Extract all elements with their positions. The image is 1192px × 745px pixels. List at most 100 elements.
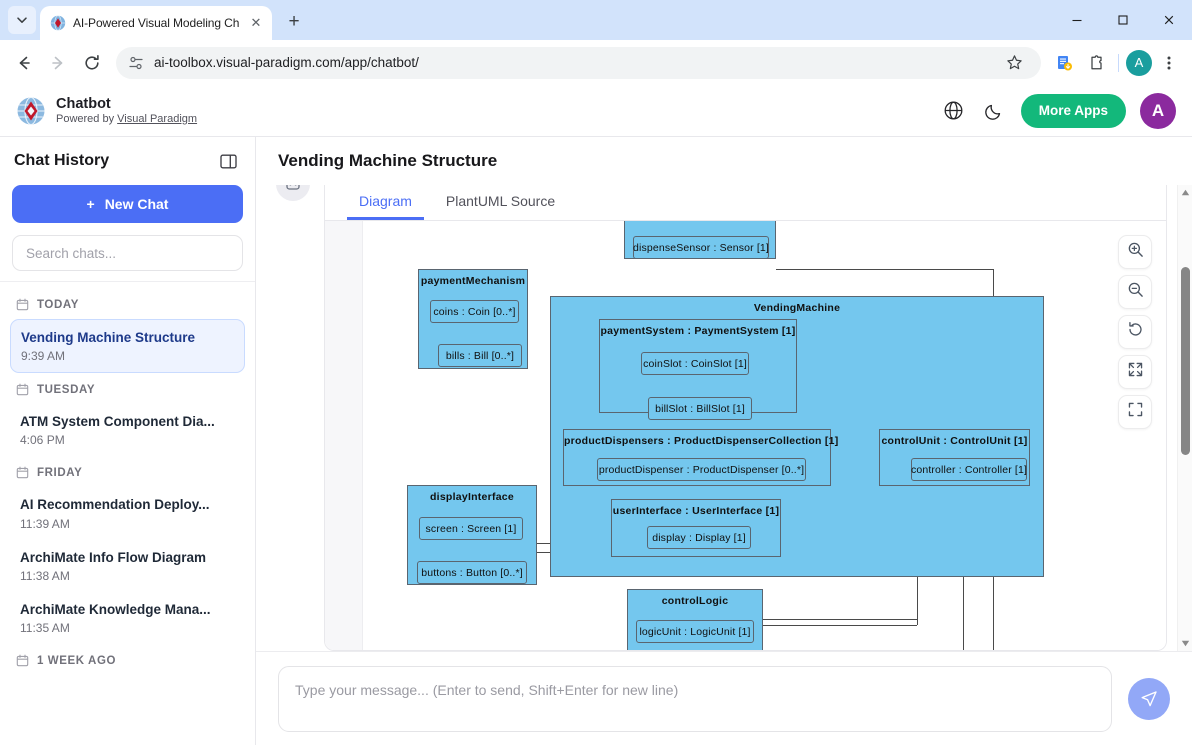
chat-item-title: AI Recommendation Deploy... — [20, 497, 210, 513]
user-avatar[interactable]: A — [1140, 92, 1176, 129]
window-controls — [1054, 0, 1192, 40]
uml-part[interactable]: screen : Screen [1] — [419, 517, 523, 540]
fullscreen-icon — [1127, 401, 1144, 423]
chat-list-item[interactable]: ATM System Component Dia... 4:06 PM — [10, 404, 245, 456]
fit-screen-button[interactable] — [1118, 355, 1152, 389]
app-body: Chat History + New Chat — [0, 137, 1192, 745]
toolbar-divider — [1118, 53, 1119, 72]
scrollbar-thumb[interactable] — [1181, 267, 1190, 455]
uml-part[interactable]: productDispenser : ProductDispenser [0..… — [597, 458, 806, 481]
diagram-connector — [753, 625, 917, 626]
maximize-button[interactable] — [1100, 0, 1146, 40]
visual-paradigm-favicon — [50, 15, 66, 31]
extensions-puzzle-icon[interactable] — [1081, 48, 1111, 78]
uml-part[interactable]: logicUnit : LogicUnit [1] — [636, 620, 754, 643]
scroll-down-arrow-icon[interactable] — [1178, 636, 1192, 651]
uml-part[interactable]: billSlot : BillSlot [1] — [648, 397, 752, 420]
tab-plantuml-source[interactable]: PlantUML Source — [445, 193, 556, 209]
chat-list-item[interactable]: ArchiMate Knowledge Mana...11:35 AM — [10, 592, 245, 644]
language-globe-icon[interactable] — [941, 98, 967, 124]
main-title-bar: Vending Machine Structure — [256, 137, 1192, 185]
dark-mode-moon-icon[interactable] — [981, 98, 1007, 124]
chat-list-item[interactable]: AI Recommendation Deploy...11:39 AM — [10, 487, 245, 539]
search-chats-input[interactable] — [12, 235, 243, 271]
zoom-in-button[interactable] — [1118, 235, 1152, 269]
back-button[interactable] — [8, 47, 40, 79]
uml-part[interactable]: controller : Controller [1] — [911, 458, 1027, 481]
calendar-icon — [16, 383, 29, 396]
chat-item-title: ArchiMate Info Flow Diagram — [20, 549, 207, 565]
fullscreen-button[interactable] — [1118, 395, 1152, 429]
uml-block-controlUnit[interactable]: controlUnit : ControlUnit [1] controller … — [879, 429, 1030, 486]
uml-block-productDispensers[interactable]: productDispensers : ProductDispenserColl… — [563, 429, 838, 486]
close-icon[interactable]: ✕ — [250, 15, 262, 30]
uml-block-title: paymentSystem : PaymentSystem [1] — [600, 325, 796, 337]
chat-group-label: TODAY — [10, 288, 245, 319]
bot-avatar — [276, 185, 310, 201]
new-chat-button[interactable]: + New Chat — [12, 185, 243, 223]
zoom-in-icon — [1127, 241, 1144, 263]
collapse-sidebar-icon[interactable] — [215, 148, 241, 174]
profile-avatar[interactable]: A — [1126, 49, 1152, 76]
close-icon — [1164, 15, 1174, 25]
zoom-out-button[interactable] — [1118, 275, 1152, 309]
app-title: Chatbot — [56, 95, 111, 112]
visual-paradigm-logo — [16, 96, 46, 126]
uml-block-title: VendingMachine — [753, 302, 841, 314]
chrome-menu-icon[interactable] — [1154, 48, 1184, 78]
uml-part[interactable]: coinSlot : CoinSlot [1] — [641, 352, 749, 375]
tab-diagram[interactable]: Diagram — [347, 185, 424, 220]
window-close-button[interactable] — [1146, 0, 1192, 40]
visual-paradigm-link[interactable]: Visual Paradigm — [117, 112, 198, 125]
chat-item-title: ATM System Component Dia... — [20, 414, 215, 430]
robot-icon — [286, 185, 300, 190]
main-vertical-scrollbar[interactable] — [1177, 185, 1192, 651]
reload-button[interactable] — [76, 47, 108, 79]
uml-part[interactable]: buttons : Button [0..*] — [417, 561, 527, 584]
uml-block-title: controlUnit : ControlUnit [1] — [881, 435, 1028, 447]
message-input[interactable] — [278, 665, 1112, 732]
uml-part[interactable]: dispenseSensor : Sensor [1] — [633, 236, 769, 259]
chat-item-time: 4:06 PM — [20, 433, 65, 448]
browser-tab[interactable]: AI-Powered Visual Modeling Ch ✕ — [40, 6, 272, 40]
tab-search-button[interactable] — [8, 6, 36, 34]
new-tab-button[interactable]: + — [288, 11, 300, 32]
uml-block-dispenserAssembly[interactable]: dispenseSensor : Sensor [1] — [624, 221, 776, 259]
chevron-down-icon — [17, 17, 27, 23]
downloads-icon[interactable] — [1049, 48, 1079, 78]
reset-zoom-icon — [1127, 321, 1144, 343]
more-apps-button[interactable]: More Apps — [1020, 93, 1126, 128]
bookmark-star-icon[interactable] — [999, 48, 1029, 78]
address-bar[interactable]: ai-toolbox.visual-paradigm.com/app/chatb… — [116, 46, 1041, 79]
uml-part[interactable]: display : Display [1] — [647, 526, 751, 549]
minimize-button[interactable] — [1054, 0, 1100, 40]
uml-block-paymentSystem[interactable]: paymentSystem : PaymentSystem [1] coinSlo… — [599, 319, 797, 420]
chat-group-label: TUESDAY — [10, 373, 245, 404]
uml-part[interactable]: bills : Bill [0..*] — [438, 344, 522, 367]
reset-zoom-button[interactable] — [1118, 315, 1152, 349]
uml-block-userInterface[interactable]: userInterface : UserInterface [1]display… — [611, 499, 781, 557]
scroll-up-arrow-icon[interactable] — [1178, 185, 1192, 200]
diagram-tabs[interactable]: Diagram PlantUML Source — [325, 185, 1166, 221]
reload-icon — [85, 54, 99, 70]
chat-group-label: 1 WEEK AGO — [10, 644, 245, 675]
powered-by-prefix: Powered by — [56, 112, 118, 125]
chat-item-time: 11:35 AM — [20, 621, 70, 636]
browser-toolbar: ai-toolbox.visual-paradigm.com/app/chatb… — [0, 40, 1192, 85]
send-button[interactable] — [1128, 677, 1170, 720]
uml-part[interactable]: coins : Coin [0..*] — [430, 300, 519, 323]
forward-button[interactable] — [42, 47, 74, 79]
main-panel: Vending Machine Structure — [256, 137, 1192, 745]
zoom-out-icon — [1127, 281, 1144, 303]
